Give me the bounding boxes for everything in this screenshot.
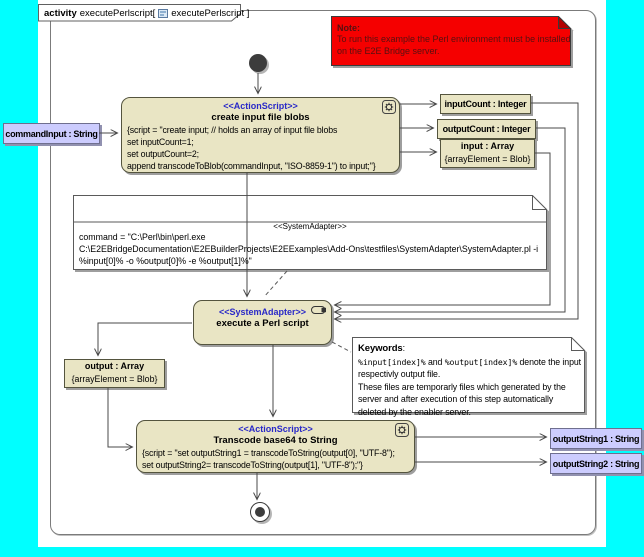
transcode-action-title: Transcode base64 to String — [213, 435, 338, 446]
create-action-script-line: append transcodeToBlob(commandInput, "IS… — [127, 161, 376, 171]
create-action-stereotype: <<ActionScript>> — [223, 101, 298, 111]
pin-output-array-name: output : Array — [84, 361, 145, 371]
param-output-string1[interactable]: outputString1 : String — [550, 428, 642, 449]
frame-keyword: activity — [44, 7, 77, 19]
red-note-text: Note: To run this example the Perl envir… — [337, 22, 571, 57]
adapter-command-line: %input[0]% -o %output[0]% -e %output[1]%… — [79, 256, 252, 266]
action-transcode-base64[interactable]: <<ActionScript>> Transcode base64 to Str… — [136, 420, 415, 473]
frame-header: activity executePerlscript[ executePerls… — [44, 6, 249, 20]
keywords-note-line1: %input[index]% and %output[index]% denot… — [358, 356, 581, 369]
pin-output-array-constraint: {arrayElement = Blob} — [71, 374, 158, 384]
final-node[interactable] — [250, 502, 270, 522]
execute-action-stereotype: <<SystemAdapter>> — [218, 307, 307, 317]
red-note-title: Note: — [337, 23, 360, 33]
keywords-note-line5: deleted by the enabler server. — [358, 406, 471, 417]
transcode-script-line: {script = "set outputString1 = transcode… — [142, 448, 395, 458]
keywords-note-fold — [571, 337, 585, 351]
adapter-command-line: C:\E2EBridgeDocumentation\E2EBuilderProj… — [79, 244, 539, 254]
frame-diagram-ref: executePerlscript ] — [171, 7, 250, 19]
frame-pentagon — [38, 4, 241, 22]
activity-diagram-icon — [158, 9, 169, 18]
red-note-fold — [558, 16, 572, 29]
adapter-icon — [311, 306, 326, 314]
red-note-body-line2: on the E2E Bridge server. — [337, 45, 440, 56]
keywords-note-line3: These files are temporarly files which g… — [358, 381, 566, 392]
red-note-shape[interactable] — [331, 16, 573, 68]
final-node-core — [255, 507, 265, 517]
pin-input-array-constraint: {arrayElement = Blob} — [444, 154, 531, 164]
create-action-script-line: {script = "create input; // holds an arr… — [127, 125, 338, 135]
param-output-string2[interactable]: outputString2 : String — [550, 453, 642, 474]
transcode-action-stereotype: <<ActionScript>> — [238, 424, 313, 434]
keywords-mid: and — [425, 356, 445, 367]
pin-output-array[interactable]: output : Array {arrayElement = Blob} — [64, 359, 165, 388]
transcode-script-line: set outputString2= transcodeToString(out… — [142, 460, 363, 470]
keywords-colon: : — [402, 343, 405, 353]
pin-output-count[interactable]: outputCount : Integer — [437, 119, 536, 139]
pin-input-count[interactable]: inputCount : Integer — [440, 94, 531, 114]
keywords-note-line2: respectivly output file. — [358, 369, 441, 379]
gear-icon — [395, 423, 409, 437]
adapter-note-stereotype: <<SystemAdapter>> — [273, 222, 347, 231]
keywords-note-shape[interactable] — [352, 337, 587, 415]
adapter-note-command: command = "C:\Perl\bin\perl.exe C:\E2EBr… — [79, 231, 538, 267]
keyword-token-input: %input[index]% — [358, 356, 426, 367]
pin-input-array[interactable]: input : Array {arrayElement = Blob} — [440, 139, 535, 168]
action-execute-perl-script[interactable]: <<SystemAdapter>> execute a Perl script — [193, 300, 332, 345]
execute-action-title: execute a Perl script — [216, 318, 309, 329]
adapter-command-line: command = "C:\Perl\bin\perl.exe — [79, 232, 206, 242]
keywords-note-line4: server and after execution of this step … — [358, 394, 554, 404]
initial-node[interactable] — [249, 54, 267, 72]
keywords-title: Keywords — [358, 343, 403, 354]
create-action-title: create input file blobs — [211, 112, 310, 123]
gear-icon — [382, 100, 396, 114]
frame-activity-name: executePerlscript[ — [79, 7, 156, 19]
pin-input-array-name: input : Array — [460, 141, 515, 151]
create-action-script-line: set inputCount=1; — [127, 137, 194, 147]
activity-frame-border — [50, 10, 596, 535]
action-create-input-file-blobs[interactable]: <<ActionScript>> create input file blobs… — [121, 97, 400, 173]
keywords-note-title-line: Keywords: — [358, 342, 581, 356]
keywords-note-text: Keywords: %input[index]% and %output[ind… — [358, 342, 581, 418]
red-note-body-line1: To run this example the Perl environment… — [337, 34, 571, 44]
create-action-script-line: set outputCount=2; — [127, 149, 199, 159]
keywords-tail: denote the input — [517, 356, 582, 367]
param-command-input[interactable]: commandInput : String — [3, 123, 100, 144]
keyword-token-output: %output[index]% — [444, 356, 518, 367]
